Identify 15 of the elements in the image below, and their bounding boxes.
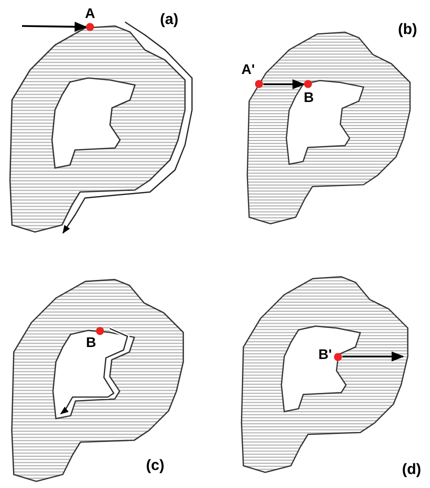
point-marker — [334, 352, 342, 360]
point-label: B' — [318, 346, 332, 360]
point-marker — [255, 80, 264, 88]
point-label: A' — [241, 62, 255, 76]
panel-label: (d) — [402, 462, 422, 477]
point-marker — [96, 327, 104, 336]
point-label: B — [86, 335, 96, 350]
arrow — [22, 22, 88, 32]
arrow — [342, 351, 404, 362]
point-label: B — [304, 90, 314, 104]
point-label: A — [85, 6, 96, 20]
panel-label: (a) — [160, 12, 178, 27]
panel-label: (c) — [146, 458, 164, 473]
panel-label: (b) — [398, 22, 418, 37]
point-marker — [86, 23, 94, 31]
